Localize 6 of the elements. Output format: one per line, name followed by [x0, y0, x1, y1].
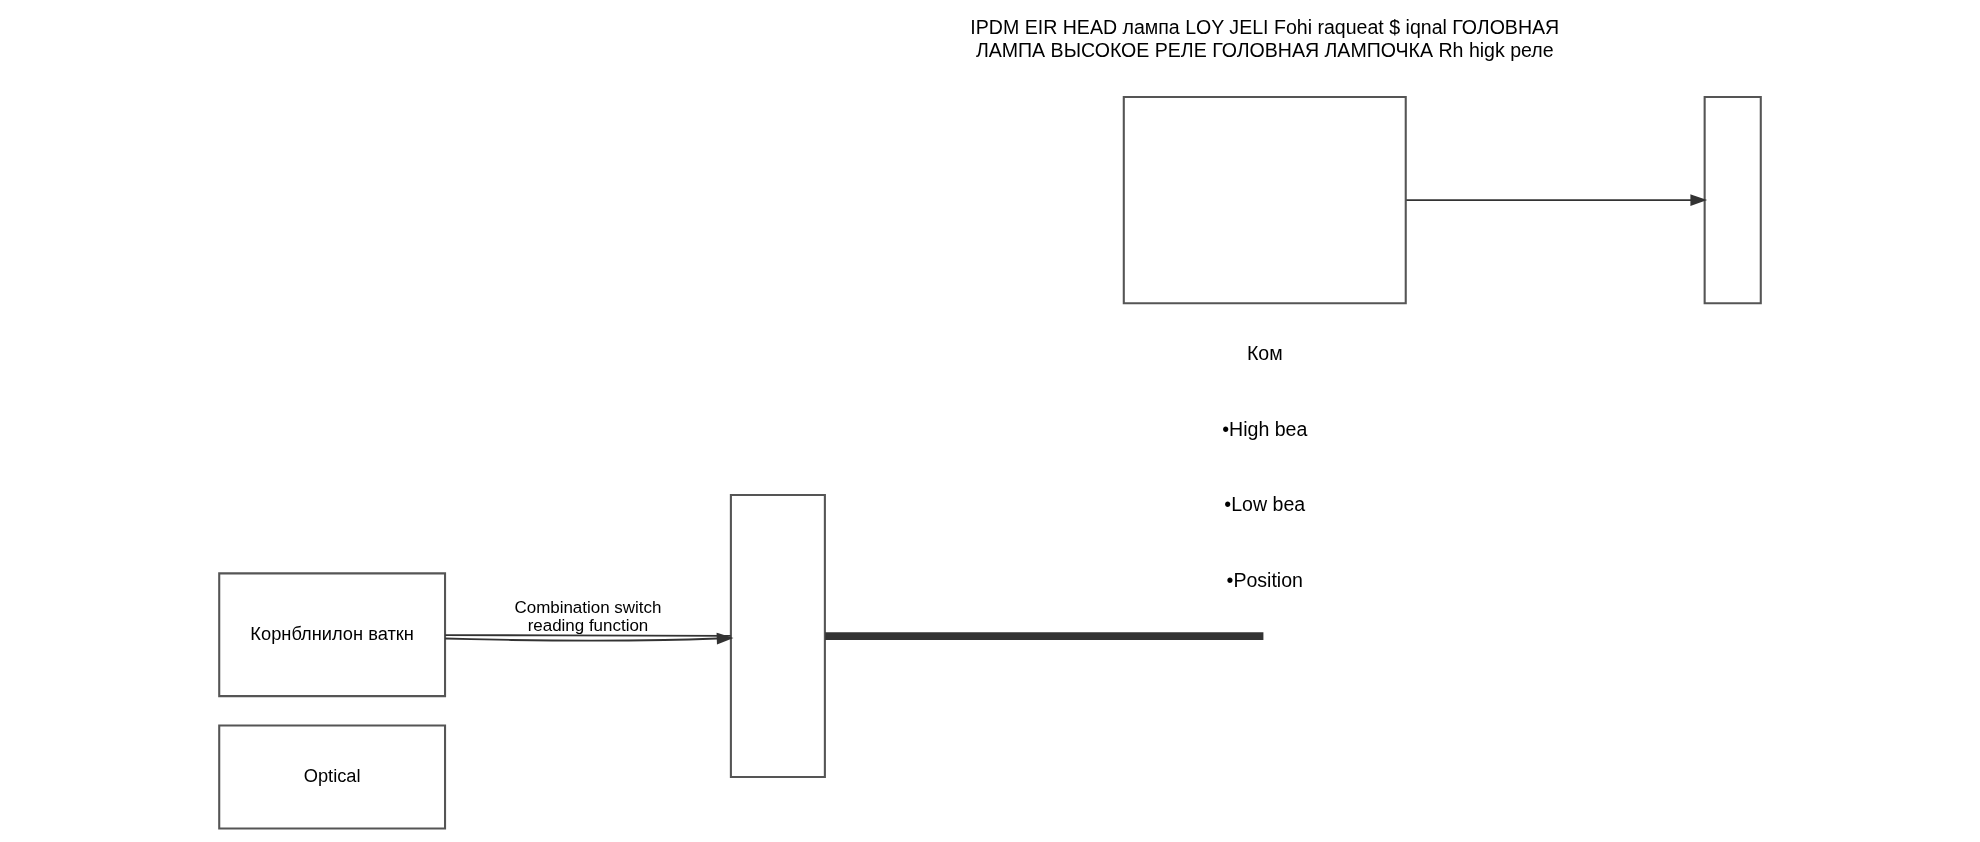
- edge-label: Combination switch reading function: [514, 598, 662, 636]
- label: •Position: [1226, 569, 1303, 592]
- label: •High bea: [1222, 417, 1308, 440]
- label: Ком: [1246, 341, 1283, 364]
- label: •Low bea: [1224, 493, 1306, 516]
- label: IPDM EIR HEAD лампа LOY JELI Fohi raqueat $ iqnal ГОЛОВНАЯ ЛАМПА ВЫСОКОЕ РЕЛЕ ГОЛОВНАЯ ЛАМПОЧКА Rh higk реле: [970, 16, 1560, 61]
